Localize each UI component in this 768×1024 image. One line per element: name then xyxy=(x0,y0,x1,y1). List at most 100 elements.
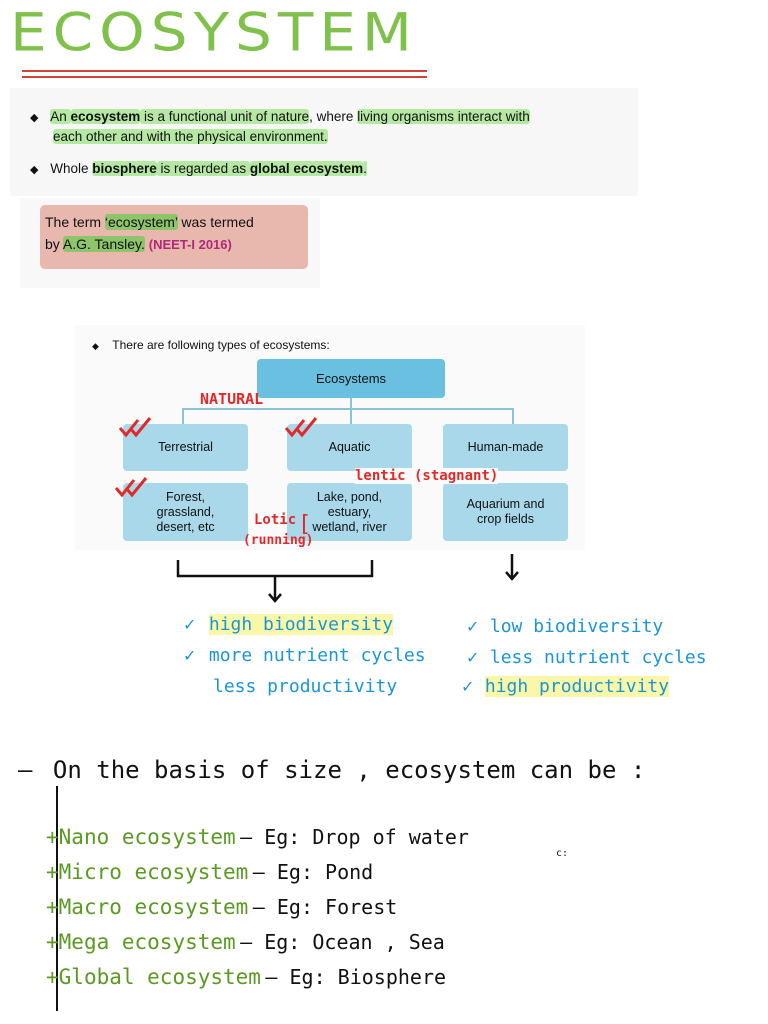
size-heading-text: On the basis of size , ecosystem can be … xyxy=(52,756,646,784)
size-item-name: Micro ecosystem xyxy=(58,860,249,884)
natural-bracket-arrow xyxy=(176,560,374,603)
text-segment: ‘ecosystem’ xyxy=(104,214,178,230)
size-item: +Micro ecosystem — Eg: Pond xyxy=(46,860,374,884)
title-underline-2 xyxy=(22,76,427,78)
size-item-name: Global ecosystem xyxy=(58,965,261,989)
dash-mark: — xyxy=(18,756,33,784)
annotation-natural: NATURAL xyxy=(200,390,264,408)
natural-trait-1: ✓ high biodiversity xyxy=(183,614,394,635)
connector xyxy=(350,408,352,424)
example-line: Lake, pond, xyxy=(316,489,383,504)
text-segment: Whole xyxy=(50,161,93,176)
connector xyxy=(182,408,184,424)
node-terrestrial-examples: Forest, grassland, desert, etc xyxy=(123,483,248,541)
diagram-intro-text: There are following types of ecosystems: xyxy=(112,338,330,352)
natural-trait-2: ✓ more nutrient cycles xyxy=(183,645,426,666)
node-human-made-examples: Aquarium and crop fields xyxy=(443,483,568,541)
size-item-example: Eg: Biosphere xyxy=(289,965,447,989)
diagram-intro: ◆ There are following types of ecosystem… xyxy=(92,338,330,352)
size-heading: — On the basis of size , ecosystem can b… xyxy=(18,756,645,784)
tick-mark: + xyxy=(46,860,59,884)
diamond-bullet-icon: ◆ xyxy=(30,112,39,124)
annotation-lentic: lentic (stagnant) xyxy=(355,468,499,484)
size-item-name: Nano ecosystem xyxy=(58,825,236,849)
annotation-lotic: Lotic xyxy=(254,512,297,528)
trait-text: high productivity xyxy=(484,676,670,697)
stray-mark: c: xyxy=(556,848,569,859)
example-line: estuary, xyxy=(327,504,372,519)
note-line-1: The term ‘ecosystem’ was termed xyxy=(45,211,308,233)
example-line: grassland, xyxy=(156,504,215,519)
trait-text: high biodiversity xyxy=(208,614,394,635)
connector xyxy=(350,398,352,409)
check-icon: ✓ xyxy=(183,648,197,665)
trait-text: less nutrient cycles xyxy=(489,647,707,668)
human-trait-1: ✓ low biodiversity xyxy=(466,616,663,637)
tick-mark: + xyxy=(46,895,59,919)
example-line: Forest, xyxy=(166,489,205,504)
example-line: Aquarium and xyxy=(466,497,545,511)
size-item-name: Macro ecosystem xyxy=(58,895,249,919)
natural-trait-3: less productivity xyxy=(213,676,397,697)
intro-bullet-1-cont: each other and with the physical environ… xyxy=(53,127,328,147)
exam-tag: (NEET-I 2016) xyxy=(148,237,232,252)
size-item-example: Eg: Drop of water xyxy=(264,825,469,849)
human-trait-2: ✓ less nutrient cycles xyxy=(466,647,707,668)
down-arrow-icon xyxy=(505,554,519,581)
double-check-icon xyxy=(114,477,148,498)
node-ecosystems: Ecosystems xyxy=(257,359,445,398)
size-item-example: Eg: Pond xyxy=(276,860,374,884)
double-check-icon xyxy=(284,417,318,438)
size-item: +Macro ecosystem — Eg: Forest xyxy=(46,895,398,919)
human-trait-3: ✓ high productivity xyxy=(461,676,670,697)
text-segment: ecosystem xyxy=(70,109,141,124)
size-item-example: Eg: Forest xyxy=(276,895,398,919)
tick-mark: + xyxy=(46,930,59,954)
text-segment: An xyxy=(50,109,71,124)
text-segment: biosphere xyxy=(92,161,157,176)
connector xyxy=(512,408,514,424)
text-segment: global ecosystem xyxy=(249,161,364,176)
text-segment: living organisms interact with xyxy=(357,109,530,124)
trait-text: more nutrient cycles xyxy=(208,645,426,666)
tick-mark: + xyxy=(46,965,59,989)
node-aquatic: Aquatic xyxy=(287,424,412,471)
text-segment: was termed xyxy=(177,214,254,230)
text-segment: is regarded as xyxy=(156,161,250,176)
intro-bullet-1: ◆ An ecosystem is a functional unit of n… xyxy=(30,107,630,128)
page-title: ECOSYSTEM xyxy=(10,2,418,64)
note-box: The term ‘ecosystem’ was termed by A.G. … xyxy=(40,205,308,269)
check-icon: ✓ xyxy=(466,619,480,636)
node-aquatic-examples: Lake, pond, estuary, wetland, river xyxy=(287,483,412,541)
size-item-name: Mega ecosystem xyxy=(58,930,236,954)
text-segment: . xyxy=(363,161,367,176)
trait-text: less productivity xyxy=(213,676,398,697)
example-line: crop fields xyxy=(477,512,534,526)
size-item: +Global ecosystem — Eg: Biosphere xyxy=(46,965,447,989)
example-line: wetland, river xyxy=(312,519,387,534)
node-terrestrial: Terrestrial xyxy=(123,424,248,471)
text-segment: , where xyxy=(309,109,358,124)
text-segment: A.G. Tansley. xyxy=(62,236,145,252)
check-icon: ✓ xyxy=(461,679,475,696)
connector xyxy=(182,408,513,410)
check-icon: ✓ xyxy=(183,617,197,634)
note-line-2: by A.G. Tansley. (NEET-I 2016) xyxy=(45,233,308,256)
diamond-bullet-icon: ◆ xyxy=(30,164,39,176)
text-segment: is a functional unit of nature xyxy=(140,109,310,124)
size-item-example: Eg: Ocean , Sea xyxy=(264,930,445,954)
title-underline-1 xyxy=(22,70,427,72)
text-segment: by xyxy=(45,236,63,252)
diamond-bullet-icon: ◆ xyxy=(92,341,99,351)
text-segment: each other and with the physical environ… xyxy=(53,129,328,144)
size-item: +Mega ecosystem — Eg: Ocean , Sea xyxy=(46,930,445,954)
bracket-mark: [ xyxy=(298,512,312,537)
tick-mark: + xyxy=(46,825,59,849)
example-line: desert, etc xyxy=(156,519,215,534)
size-vertical-line xyxy=(56,786,58,1011)
intro-bullet-2: ◆ Whole biosphere is regarded as global … xyxy=(30,159,367,180)
node-human-made: Human-made xyxy=(443,424,568,471)
annotation-running: (running) xyxy=(243,533,314,548)
check-icon: ✓ xyxy=(466,650,480,667)
trait-text: low biodiversity xyxy=(489,616,664,637)
